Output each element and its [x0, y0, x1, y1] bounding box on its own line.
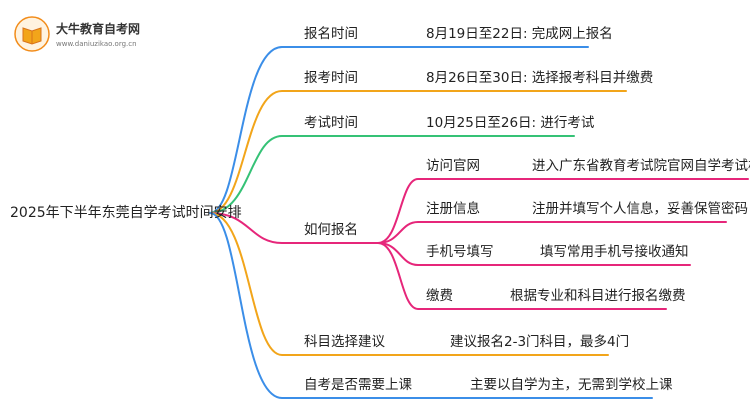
- connector-child-1: [377, 178, 749, 244]
- branch-label-signup-time: 报名时间: [304, 26, 358, 42]
- connector-branch-6: [209, 212, 441, 399]
- connector-branch-5: [209, 212, 421, 356]
- branch-detail-need-class: 主要以自学为主，无需到学校上课: [470, 377, 673, 393]
- connector-child-4: [377, 242, 667, 310]
- branch-label-apply-time: 报考时间: [304, 70, 358, 86]
- branch-detail-signup-time: 8月19日至22日: 完成网上报名: [426, 26, 613, 42]
- child-label-visit-site: 访问官网: [426, 158, 480, 174]
- site-logo: 大牛教育自考网 www.daniuzikao.org.cn: [12, 14, 162, 54]
- child-detail-register-info: 注册并填写个人信息，妥善保管密码: [532, 201, 748, 217]
- child-detail-visit-site: 进入广东省教育考试院官网自学考试栏目: [532, 158, 750, 174]
- child-label-payment: 缴费: [426, 288, 453, 304]
- connector-branch-3: [209, 135, 421, 214]
- logo-url: www.daniuzikao.org.cn: [56, 40, 137, 48]
- connector-branch-4: [209, 212, 379, 244]
- branch-label-how-to-register: 如何报名: [304, 222, 358, 238]
- child-label-register-info: 注册信息: [426, 201, 480, 217]
- branch-detail-exam-time: 10月25日至26日: 进行考试: [426, 115, 595, 131]
- root-topic: 2025年下半年东莞自学考试时间安排: [10, 205, 242, 221]
- branch-label-need-class: 自考是否需要上课: [304, 377, 412, 393]
- child-label-phone: 手机号填写: [426, 244, 494, 260]
- connector-child-2: [377, 221, 727, 244]
- branch-detail-apply-time: 8月26日至30日: 选择报考科目并缴费: [426, 70, 654, 86]
- branch-label-subject-advice: 科目选择建议: [304, 334, 385, 350]
- connector-branch-1: [209, 46, 421, 214]
- logo-book-icon: [14, 16, 50, 52]
- branch-detail-subject-advice: 建议报名2-3门科目，最多4门: [450, 334, 630, 350]
- logo-name: 大牛教育自考网: [56, 22, 141, 36]
- connector-branch-2: [209, 90, 421, 214]
- child-detail-phone: 填写常用手机号接收通知: [540, 244, 689, 260]
- branch-label-exam-time: 考试时间: [304, 115, 358, 131]
- child-detail-payment: 根据专业和科目进行报名缴费: [510, 288, 686, 304]
